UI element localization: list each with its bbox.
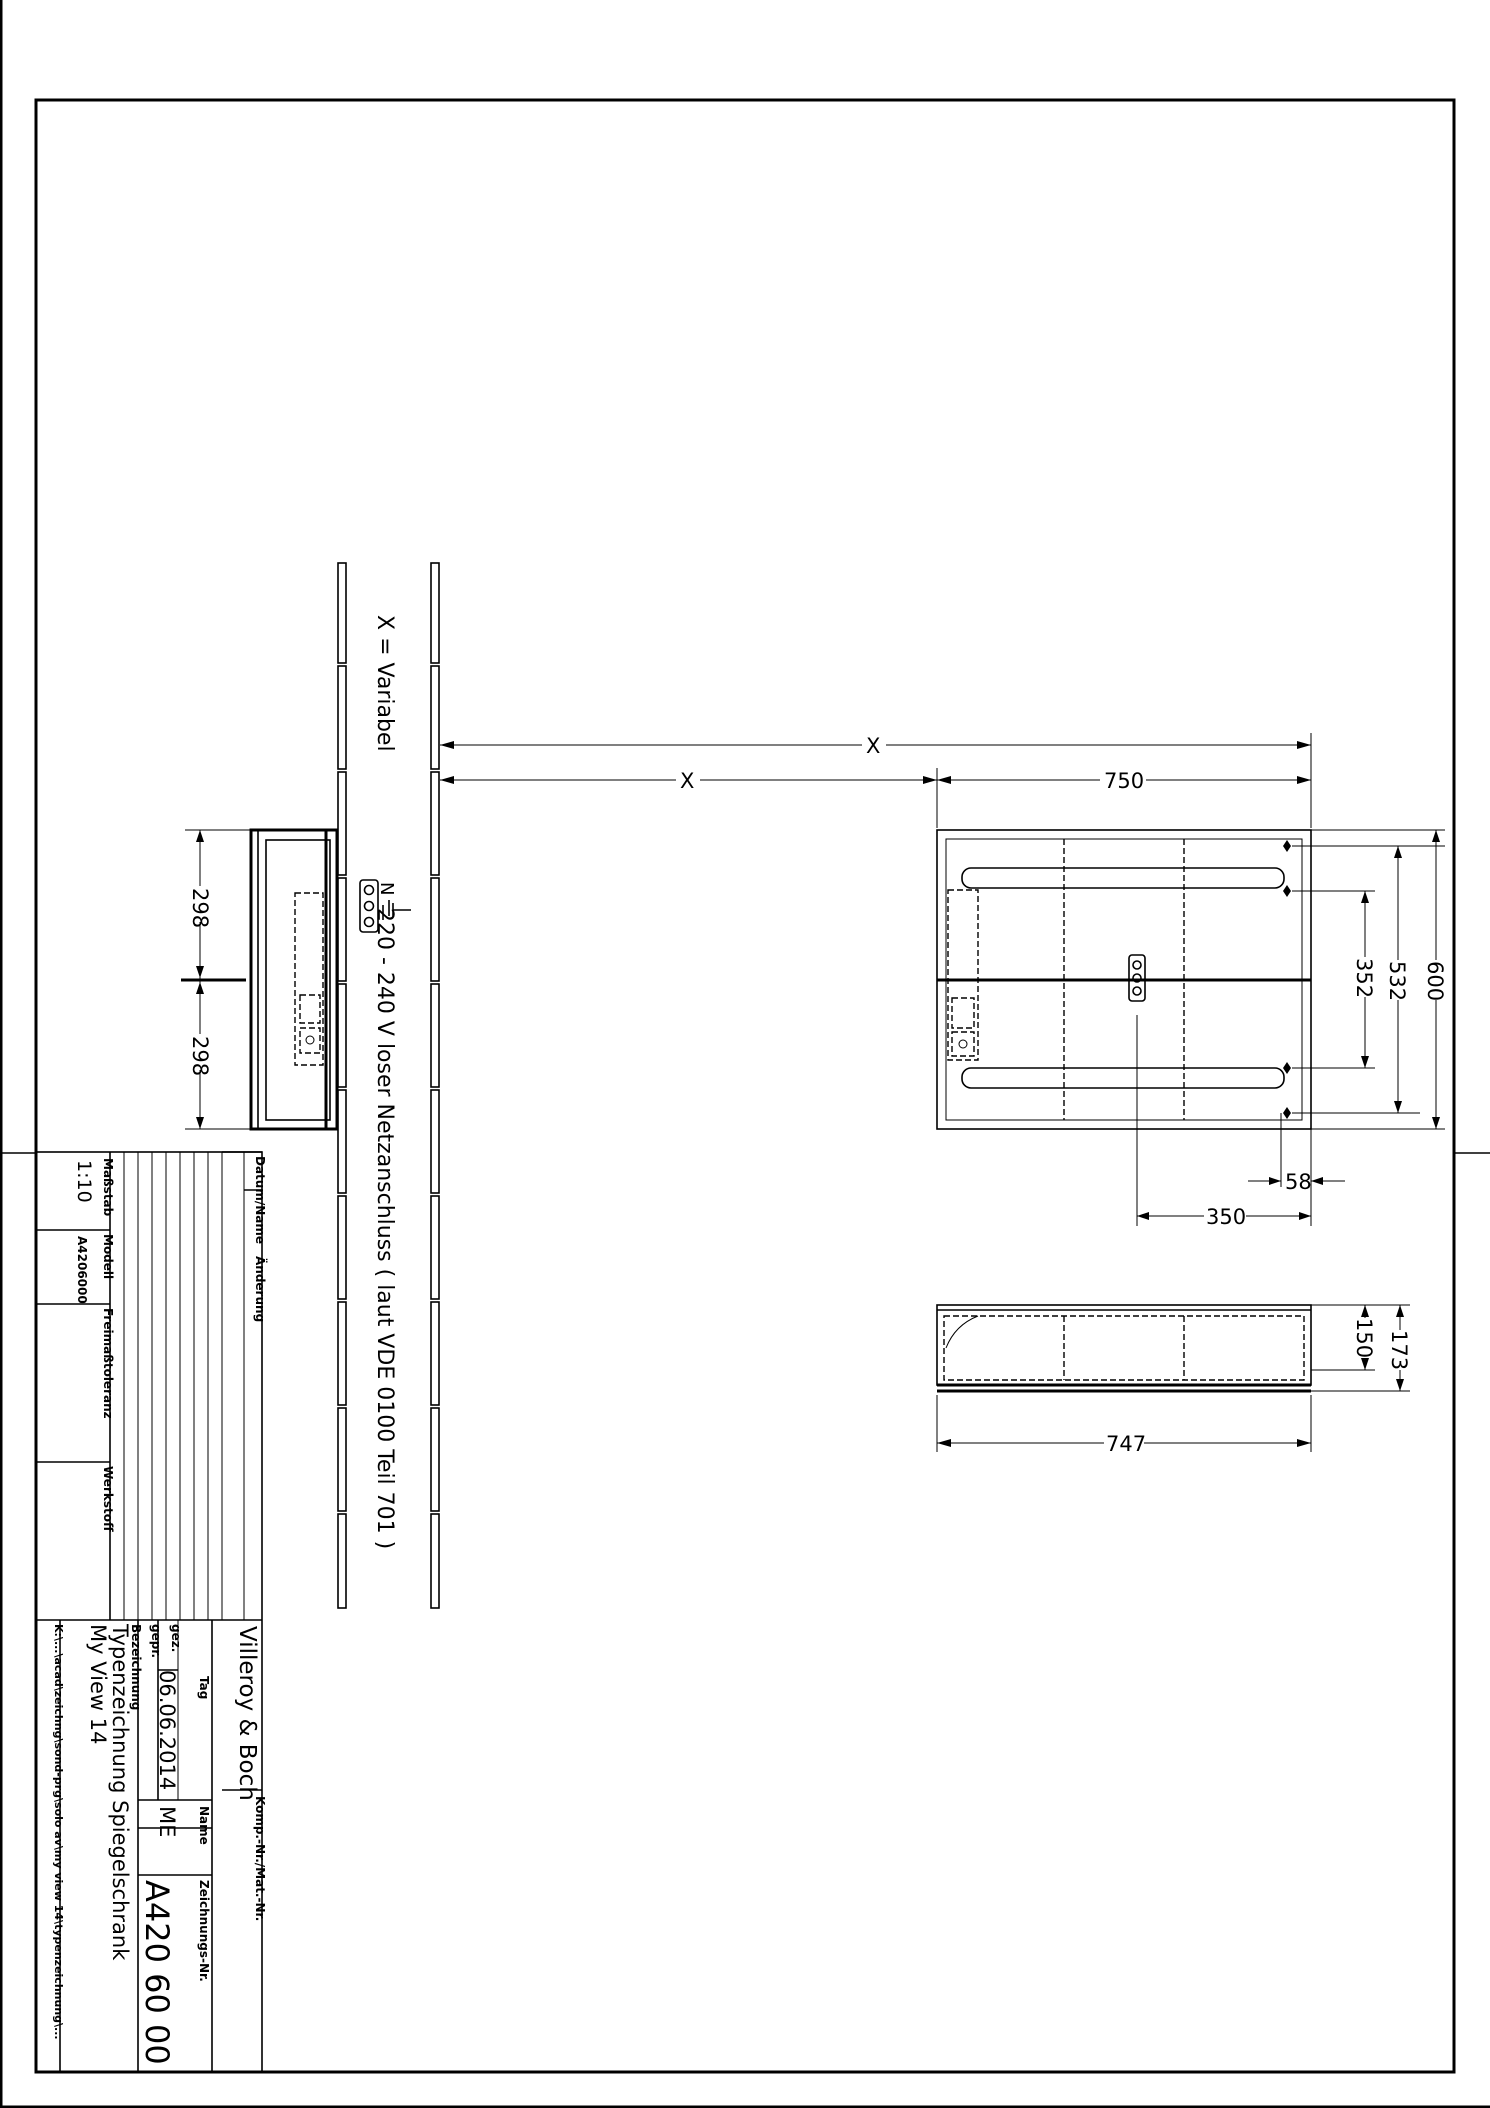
dim-350: 350 <box>1206 1205 1246 1229</box>
dim-58: 58 <box>1285 1170 1312 1194</box>
dim-173: 173 <box>1387 1330 1411 1370</box>
dimension-front-bottom <box>1136 1015 1345 1229</box>
date-value: 06.06.2014 <box>155 1670 179 1790</box>
dimension-top-depth <box>1311 1304 1411 1392</box>
modell-value: A4206000 <box>75 1236 89 1304</box>
dim-750: 750 <box>1104 769 1144 793</box>
power-connection-note: 220 - 240 V loser Netzanschluss ( laut V… <box>372 908 397 1549</box>
bezeichnung-line1: Typenzeichnung Spiegelschrank <box>108 1623 132 1961</box>
side-view-cabinet <box>181 828 339 1131</box>
dimension-747 <box>936 1395 1312 1455</box>
dim-x-total: X <box>866 734 880 758</box>
dim-x-offset: X <box>680 769 694 793</box>
werkstoff-label: Werkstoff <box>101 1466 115 1532</box>
wall-strip-right <box>430 562 440 1609</box>
gez-label: gez. <box>169 1624 183 1652</box>
bezeichnung-line2: My View 14 <box>86 1624 110 1744</box>
tag-label: Tag <box>197 1676 211 1699</box>
bezeichnung-label: Bezeichnung <box>129 1624 143 1710</box>
svg-text:N: N <box>376 882 397 895</box>
aenderung-label: Änderung <box>253 1256 268 1322</box>
massstab-label: Maßstab <box>101 1158 115 1217</box>
dim-298-top: 298 <box>188 888 212 928</box>
dim-747: 747 <box>1106 1432 1146 1456</box>
freimass-label: Freimaßtoleranz <box>101 1308 115 1419</box>
zeichnungs-label: Zeichnungs-Nr. <box>197 1880 211 1982</box>
file-path: K:\...\acad\zeichng\sond-prg\solo av\my … <box>52 1624 65 2040</box>
variable-note: X = Variabel <box>372 615 397 752</box>
name-value: ME <box>155 1806 179 1837</box>
dimension-298-vertical <box>185 829 250 1130</box>
title-block <box>35 1151 263 2073</box>
wall-strip-left <box>337 562 347 1609</box>
dim-150: 150 <box>1352 1318 1376 1358</box>
dim-600: 600 <box>1423 961 1447 1001</box>
company-name: Villeroy & Boch <box>234 1626 260 1801</box>
dimension-x-lines <box>440 733 1312 828</box>
modell-label: Modell <box>101 1234 115 1279</box>
dim-298-bottom: 298 <box>188 1036 212 1076</box>
power-connection-icon: N <box>359 879 411 933</box>
gepr-label: gepr. <box>149 1624 163 1658</box>
dimension-front-heights <box>1292 829 1447 1130</box>
dim-532: 532 <box>1385 961 1409 1001</box>
front-view-cabinet <box>936 829 1312 1130</box>
top-view-cabinet <box>936 1304 1312 1393</box>
name-label: Name <box>197 1806 211 1845</box>
drawing-number: A420 60 00 <box>138 1880 176 2065</box>
komp-label: Komp.-Nr./Mat.-Nr. <box>253 1796 267 1921</box>
datum-name-label: Datum/Name <box>253 1156 267 1244</box>
massstab-value: 1:10 <box>73 1160 95 1203</box>
dim-352: 352 <box>1352 958 1376 998</box>
